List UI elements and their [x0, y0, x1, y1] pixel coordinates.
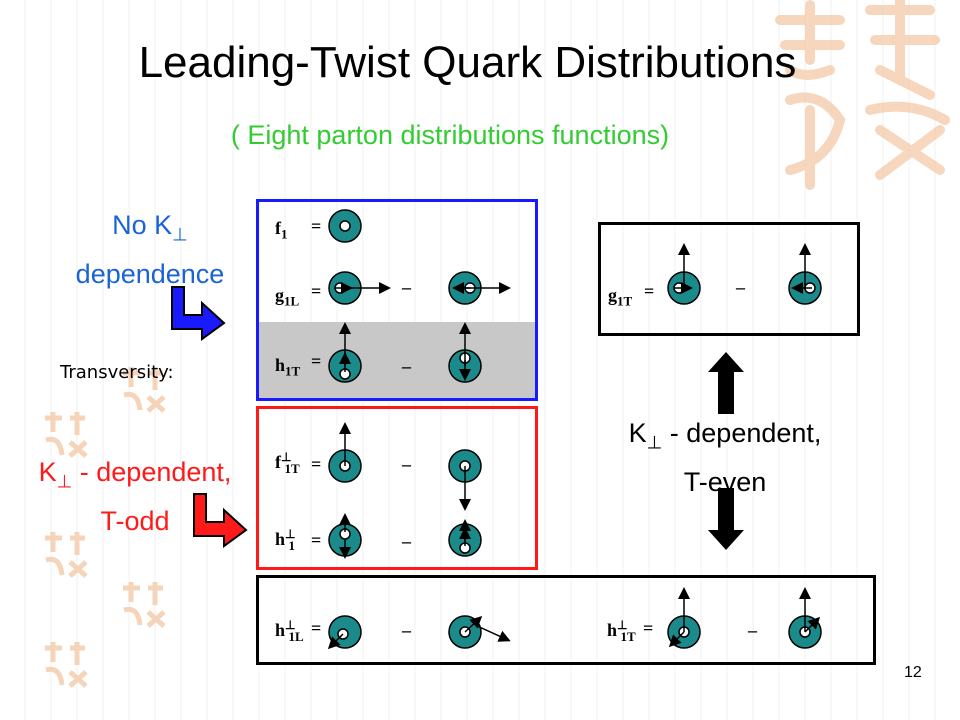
equals-sign: = [311, 216, 322, 236]
nucleon-h1T-perp-minus [788, 587, 822, 649]
nucleon-g1T-plus [667, 243, 701, 305]
arrow-up-icon [708, 352, 744, 414]
minus-sign: – [402, 620, 411, 640]
blue-arrow [168, 285, 228, 341]
t-odd-label: K⊥ - dependent, T-odd [38, 457, 232, 537]
equals-sign: = [311, 351, 322, 371]
minus-sign: – [748, 620, 757, 640]
seal-watermark-small-5 [40, 640, 90, 690]
page-subtitle: ( Eight parton distributions functions) [230, 120, 670, 150]
t-even-label: K⊥ - dependent, T-even [628, 418, 822, 498]
nucleon-h1-perp-plus [328, 513, 362, 559]
equals-sign: = [311, 530, 322, 550]
arrow-down-icon [708, 488, 744, 550]
nucleon-h1T-perp-plus [667, 587, 701, 649]
fn-f1T-perp: f⊥1T [275, 450, 300, 476]
equals-sign: = [311, 281, 322, 301]
fn-f1: f1 [275, 218, 288, 242]
down-arrow [708, 488, 744, 550]
fn-g1T: g1T [608, 285, 633, 309]
nucleon-h1T-minus [448, 322, 482, 383]
t-odd-box [256, 406, 538, 570]
nucleon-g1T-minus [788, 243, 822, 305]
fn-h1-perp: h⊥1 [275, 527, 296, 553]
t-even-bottom-box [256, 575, 876, 665]
perp-symbol: ⊥ [172, 224, 188, 245]
seal-large-icon [775, 0, 950, 190]
nucleon-g1L-plus [328, 271, 391, 305]
seal-watermark-small-3 [40, 530, 90, 580]
nucleon-h1-perp-minus [448, 519, 482, 557]
nucleon-h1L-perp-minus [448, 615, 511, 649]
up-arrow [708, 352, 744, 414]
seal-watermark-small-1 [118, 365, 168, 415]
minus-sign: – [402, 356, 411, 376]
no-k-label: No K⊥ dependence [75, 210, 225, 290]
nucleon-h1T-plus [328, 322, 362, 383]
g1t-box [598, 222, 860, 336]
bent-arrow-red-icon [193, 493, 248, 548]
no-k-box [256, 199, 538, 401]
fn-h1T: h1T [275, 355, 301, 379]
seal-watermark-small-4 [118, 580, 168, 630]
seal-watermark-large [760, 0, 960, 190]
fn-h1L-perp: h⊥1L [275, 618, 304, 644]
page-title: Leading-Twist Quark Distributions [138, 38, 797, 87]
equals-sign: = [311, 618, 322, 638]
nucleon-h1L-perp-plus [327, 615, 362, 650]
minus-sign: – [402, 277, 411, 297]
transversity-label: Transversity: [60, 362, 174, 383]
minus-sign: – [402, 531, 411, 551]
equals-sign: = [643, 618, 654, 638]
bent-arrow-blue-icon [171, 286, 226, 341]
red-arrow [190, 492, 250, 548]
nucleon-f1 [328, 209, 362, 243]
minus-sign: – [736, 277, 745, 297]
equals-sign: = [311, 454, 322, 474]
nucleon-f1T-perp-plus [328, 422, 362, 483]
page-number: 12 [904, 664, 922, 681]
transversity-band [258, 322, 536, 399]
nucleon-g1L-minus [448, 271, 511, 305]
seal-watermark-small-2 [40, 410, 90, 460]
minus-sign: – [402, 454, 411, 474]
fn-g1L: g1L [275, 285, 300, 309]
fn-h1T-perp: h⊥1T [607, 618, 636, 644]
nucleon-f1T-perp-minus [448, 449, 482, 511]
equals-sign: = [644, 281, 655, 301]
